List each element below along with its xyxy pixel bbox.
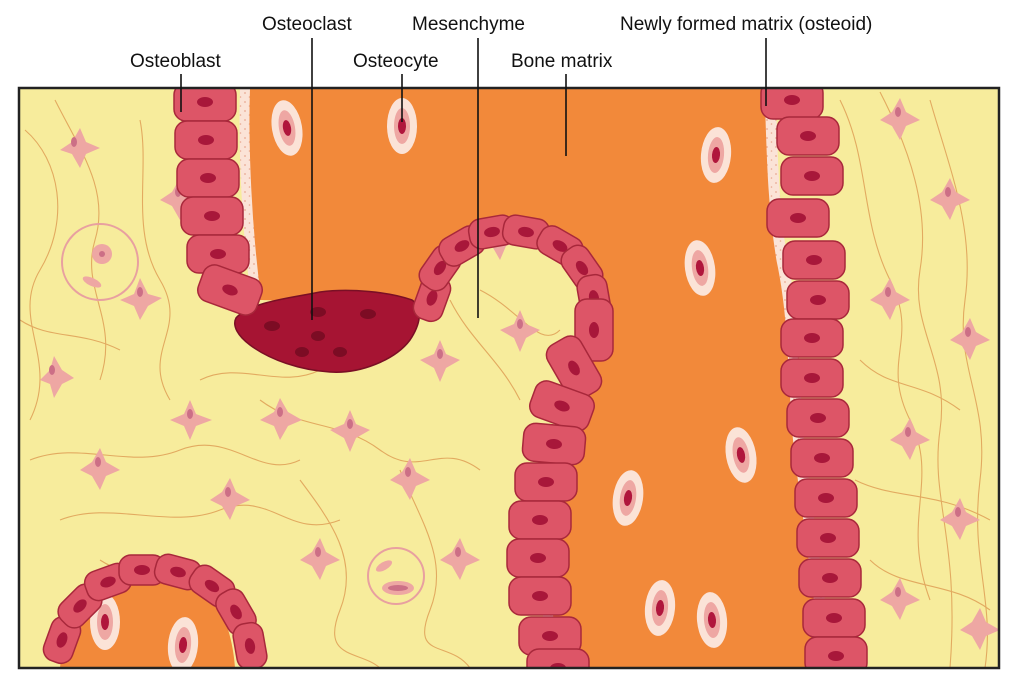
blood-vessel-lower — [367, 547, 425, 605]
osteocyte — [700, 127, 732, 183]
osteocyte — [387, 98, 417, 154]
osteoblast-cell — [804, 636, 868, 668]
osteoblast-cell — [514, 462, 578, 502]
osteoblast-cell — [798, 558, 862, 598]
osteoblast-cell — [790, 438, 854, 478]
osteoblasts — [42, 88, 868, 668]
label-bone-matrix: Bone matrix — [511, 51, 613, 72]
osteoblast-cell — [780, 156, 844, 196]
osteoblast-cell — [506, 538, 570, 578]
label-mesenchyme: Mesenchyme — [412, 14, 525, 35]
osteoblast-cell — [508, 576, 572, 616]
osteoblast-cell — [118, 554, 166, 586]
osteocyte — [684, 240, 716, 296]
osteoblast-cell — [42, 615, 82, 665]
osteoblast-cell — [186, 234, 250, 274]
osteoblast-cell — [521, 422, 587, 466]
osteoblast-cell — [786, 398, 850, 438]
osteoblast-cell — [526, 648, 590, 668]
label-osteoclast: Osteoclast — [262, 14, 352, 35]
osteoblast-cell — [574, 298, 614, 362]
blood-vessel-upper-left — [61, 223, 139, 301]
osteocytes — [90, 98, 757, 668]
label-newly-formed-matrix: Newly formed matrix (osteoid) — [620, 14, 873, 35]
leader-lines — [180, 38, 767, 320]
osteoblast-cell — [176, 158, 240, 198]
osteoblast-cell — [782, 240, 846, 280]
osteocyte — [612, 470, 644, 526]
osteocyte — [644, 580, 676, 636]
osteoblast-cell — [794, 478, 858, 518]
osteocyte — [696, 592, 728, 648]
osteoblast-cell — [780, 318, 844, 358]
osteoclast — [234, 289, 421, 373]
osteoblast-cell — [760, 88, 824, 120]
osteoblast-cell — [518, 616, 582, 656]
osteoblast-cell — [780, 358, 844, 398]
osteoblast-cell — [232, 621, 268, 668]
osteoblast-cell — [802, 598, 866, 638]
osteoblast-cell — [776, 116, 840, 156]
label-osteocyte: Osteocyte — [353, 51, 439, 72]
osteoblast-cell — [508, 500, 572, 540]
osteoblast-cell — [786, 280, 850, 320]
osteocyte — [271, 100, 303, 156]
mesenchymal-nuclei — [49, 107, 971, 597]
osteoblast-cell — [180, 196, 244, 236]
osteoblast-cell — [545, 335, 603, 401]
osteoblast-cell — [766, 198, 830, 238]
label-osteoblast: Osteoblast — [130, 51, 221, 72]
osteocyte — [725, 427, 757, 483]
osteoblast-cell — [197, 264, 263, 316]
osteoblast-cell — [529, 380, 595, 432]
mesenchymal-cells-right — [870, 98, 999, 650]
osteocyte — [167, 617, 199, 668]
mesenchyme-fibers — [19, 91, 991, 668]
osteoblast-cell — [174, 120, 238, 160]
osteoblast-cell — [796, 518, 860, 558]
bone-matrix — [247, 88, 826, 668]
diagram-frame — [17, 86, 1001, 670]
